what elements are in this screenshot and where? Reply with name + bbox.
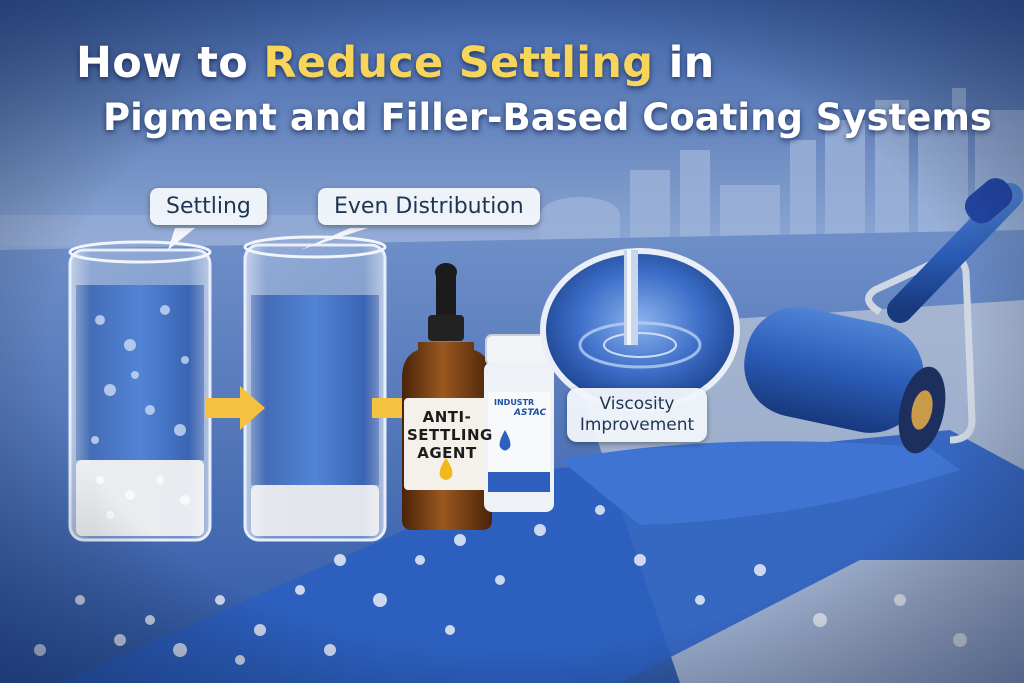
bottle-label-line-3: AGENT [417,444,477,462]
settling-callout: Settling [150,188,267,225]
jar-label-line-2: ASTAC [514,408,547,418]
jar-label-line-1: INDUSTR [494,398,535,407]
even-distribution-callout: Even Distribution [318,188,540,225]
title-line-2: Pigment and Filler-Based Coating Systems [103,96,992,139]
title-prefix: How to [76,38,264,88]
bottle-label: ANTI- SETTLING AGENT [407,408,493,462]
viscosity-line-2: Improvement [579,415,695,435]
bottle-label-line-1: ANTI- [422,408,472,426]
jar-label: INDUSTR ASTAC [494,398,552,418]
title-line-1: How to Reduce Settling in [76,38,715,88]
title-accent: Reduce Settling [263,38,654,88]
viscosity-line-1: Viscosity [599,394,675,414]
viscosity-callout: Viscosity Improvement [567,388,707,442]
title-suffix: in [653,38,715,88]
bottle-label-line-2: SETTLING [407,426,493,444]
